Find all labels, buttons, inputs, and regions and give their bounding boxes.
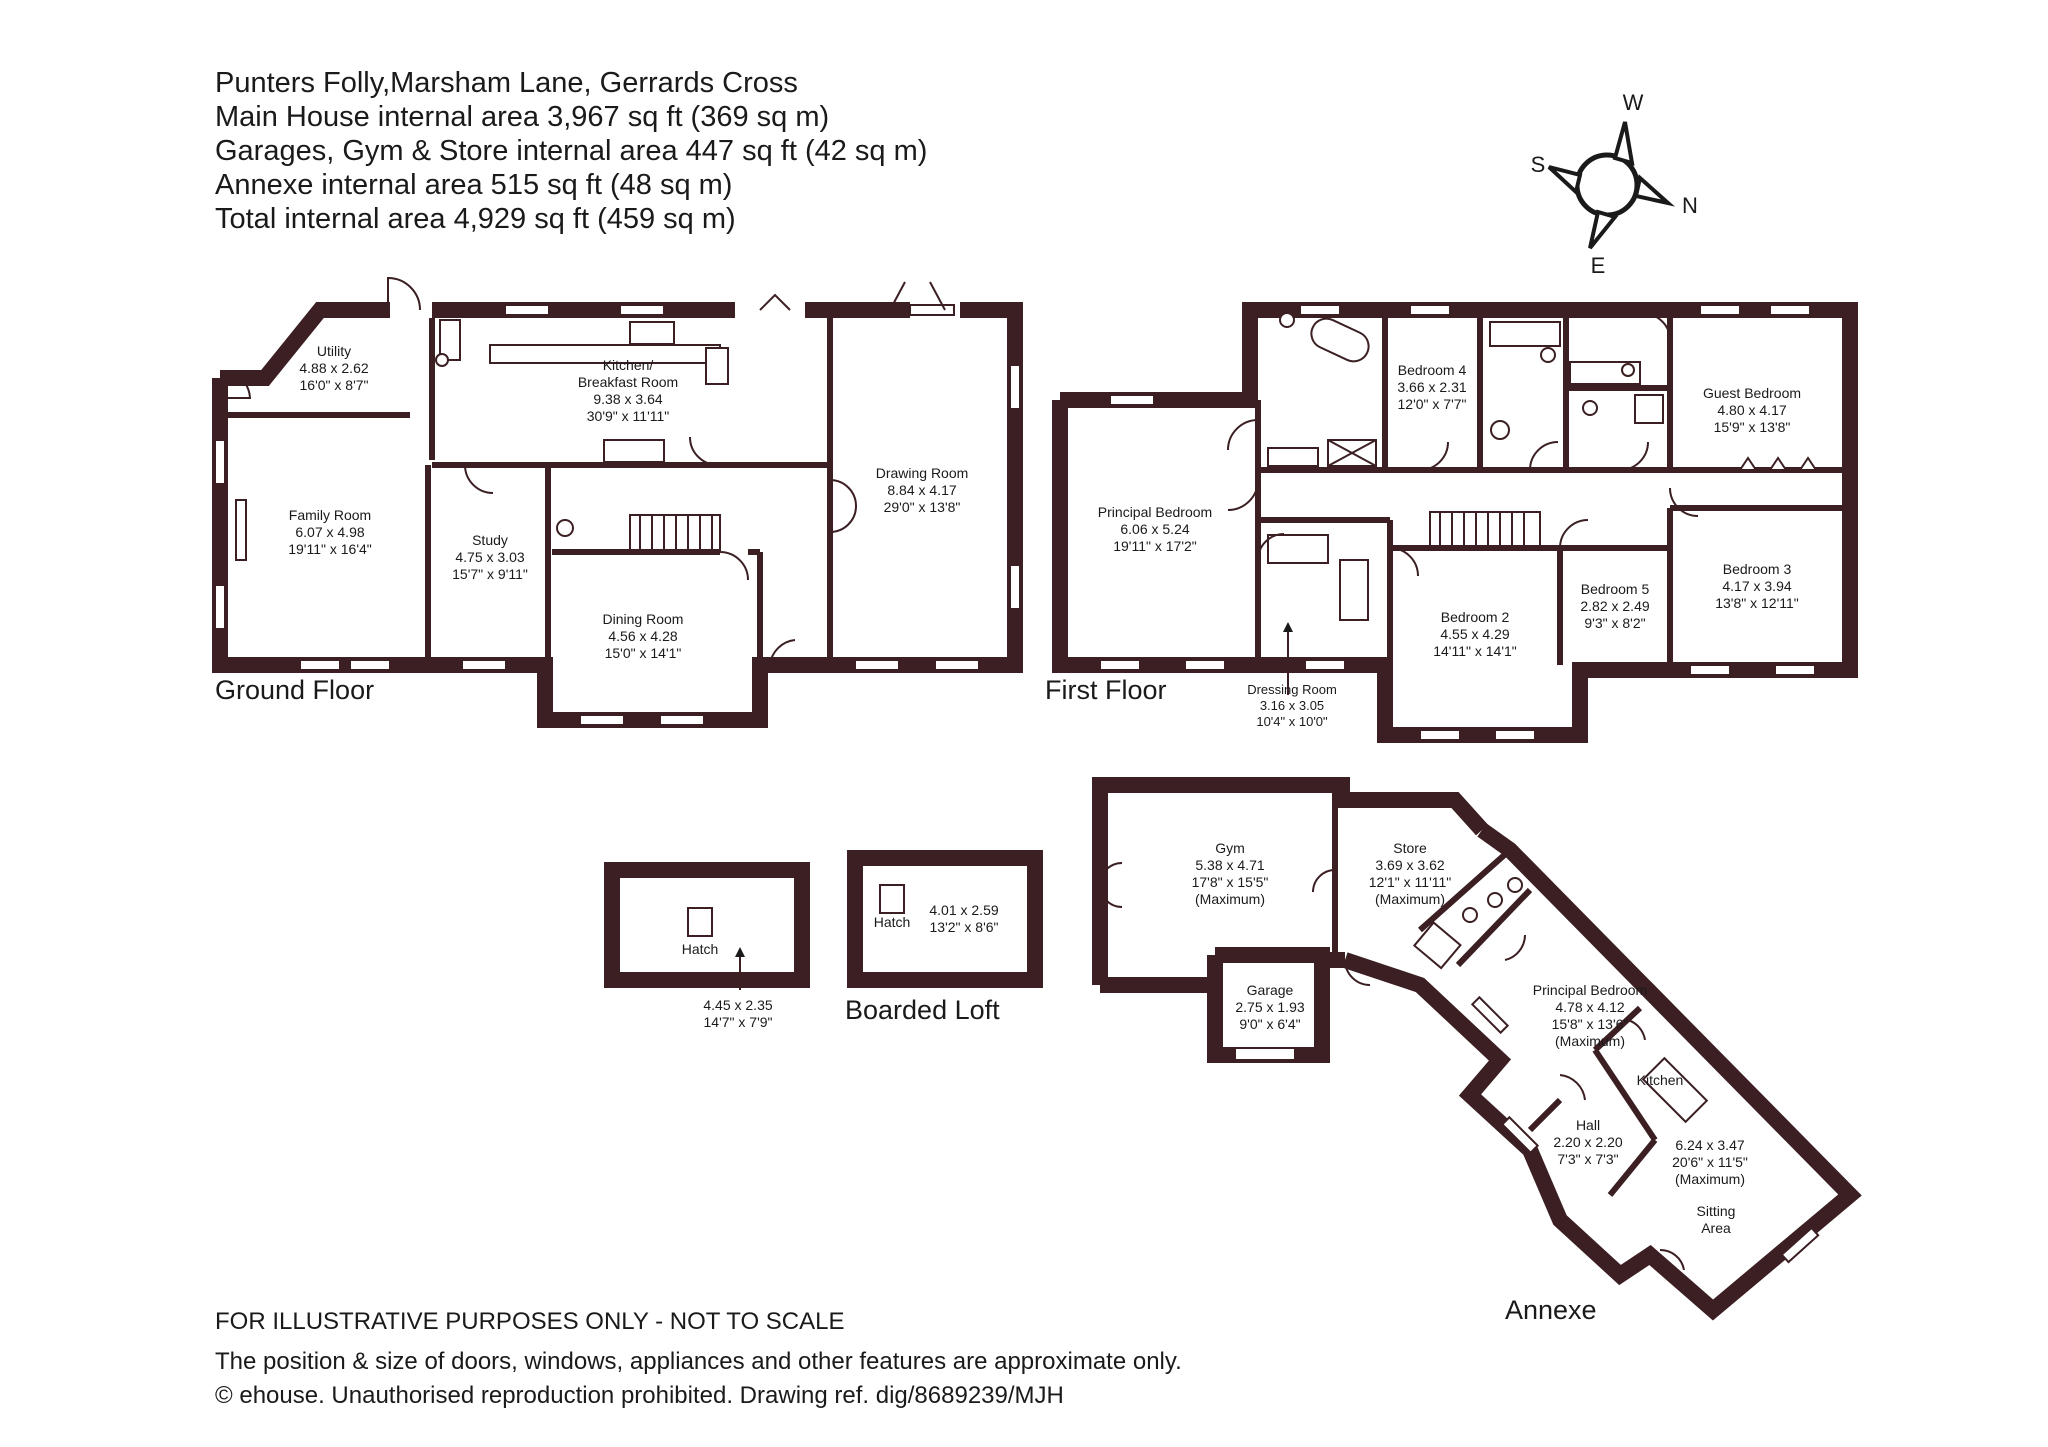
compass-n: N — [1682, 193, 1698, 218]
boarded-loft-label: Boarded Loft — [845, 995, 1000, 1025]
disclaimer-text: FOR ILLUSTRATIVE PURPOSES ONLY - NOT TO … — [215, 1308, 845, 1335]
ground-floor-label: Ground Floor — [215, 675, 375, 705]
garage-area: Garages, Gym & Store internal area 447 s… — [215, 135, 928, 167]
compass-icon: W S N E — [1531, 90, 1698, 278]
first-floor-label: First Floor — [1045, 675, 1167, 705]
bathtub-icon — [1310, 317, 1370, 363]
property-address: Punters Folly,Marsham Lane, Gerrards Cro… — [215, 67, 798, 99]
property-header: Punters Folly,Marsham Lane, Gerrards Cro… — [215, 66, 927, 236]
annexe-area: Annexe internal area 515 sq ft (48 sq m) — [215, 169, 733, 201]
staircase-icon — [629, 514, 721, 551]
annexe-label: Annexe — [1505, 1295, 1597, 1325]
copyright-text: © ehouse. Unauthorised reproduction proh… — [215, 1382, 1064, 1409]
position-note: The position & size of doors, windows, a… — [215, 1348, 1182, 1375]
main-house-area: Main House internal area 3,967 sq ft (36… — [215, 101, 830, 133]
total-area: Total internal area 4,929 sq ft (459 sq … — [215, 203, 736, 235]
compass-w: W — [1623, 90, 1644, 115]
staircase-icon — [1429, 511, 1541, 547]
compass-s: S — [1531, 152, 1546, 177]
compass-e: E — [1591, 253, 1606, 278]
annexe-kitchen-label: Kitchen — [1637, 1072, 1684, 1088]
